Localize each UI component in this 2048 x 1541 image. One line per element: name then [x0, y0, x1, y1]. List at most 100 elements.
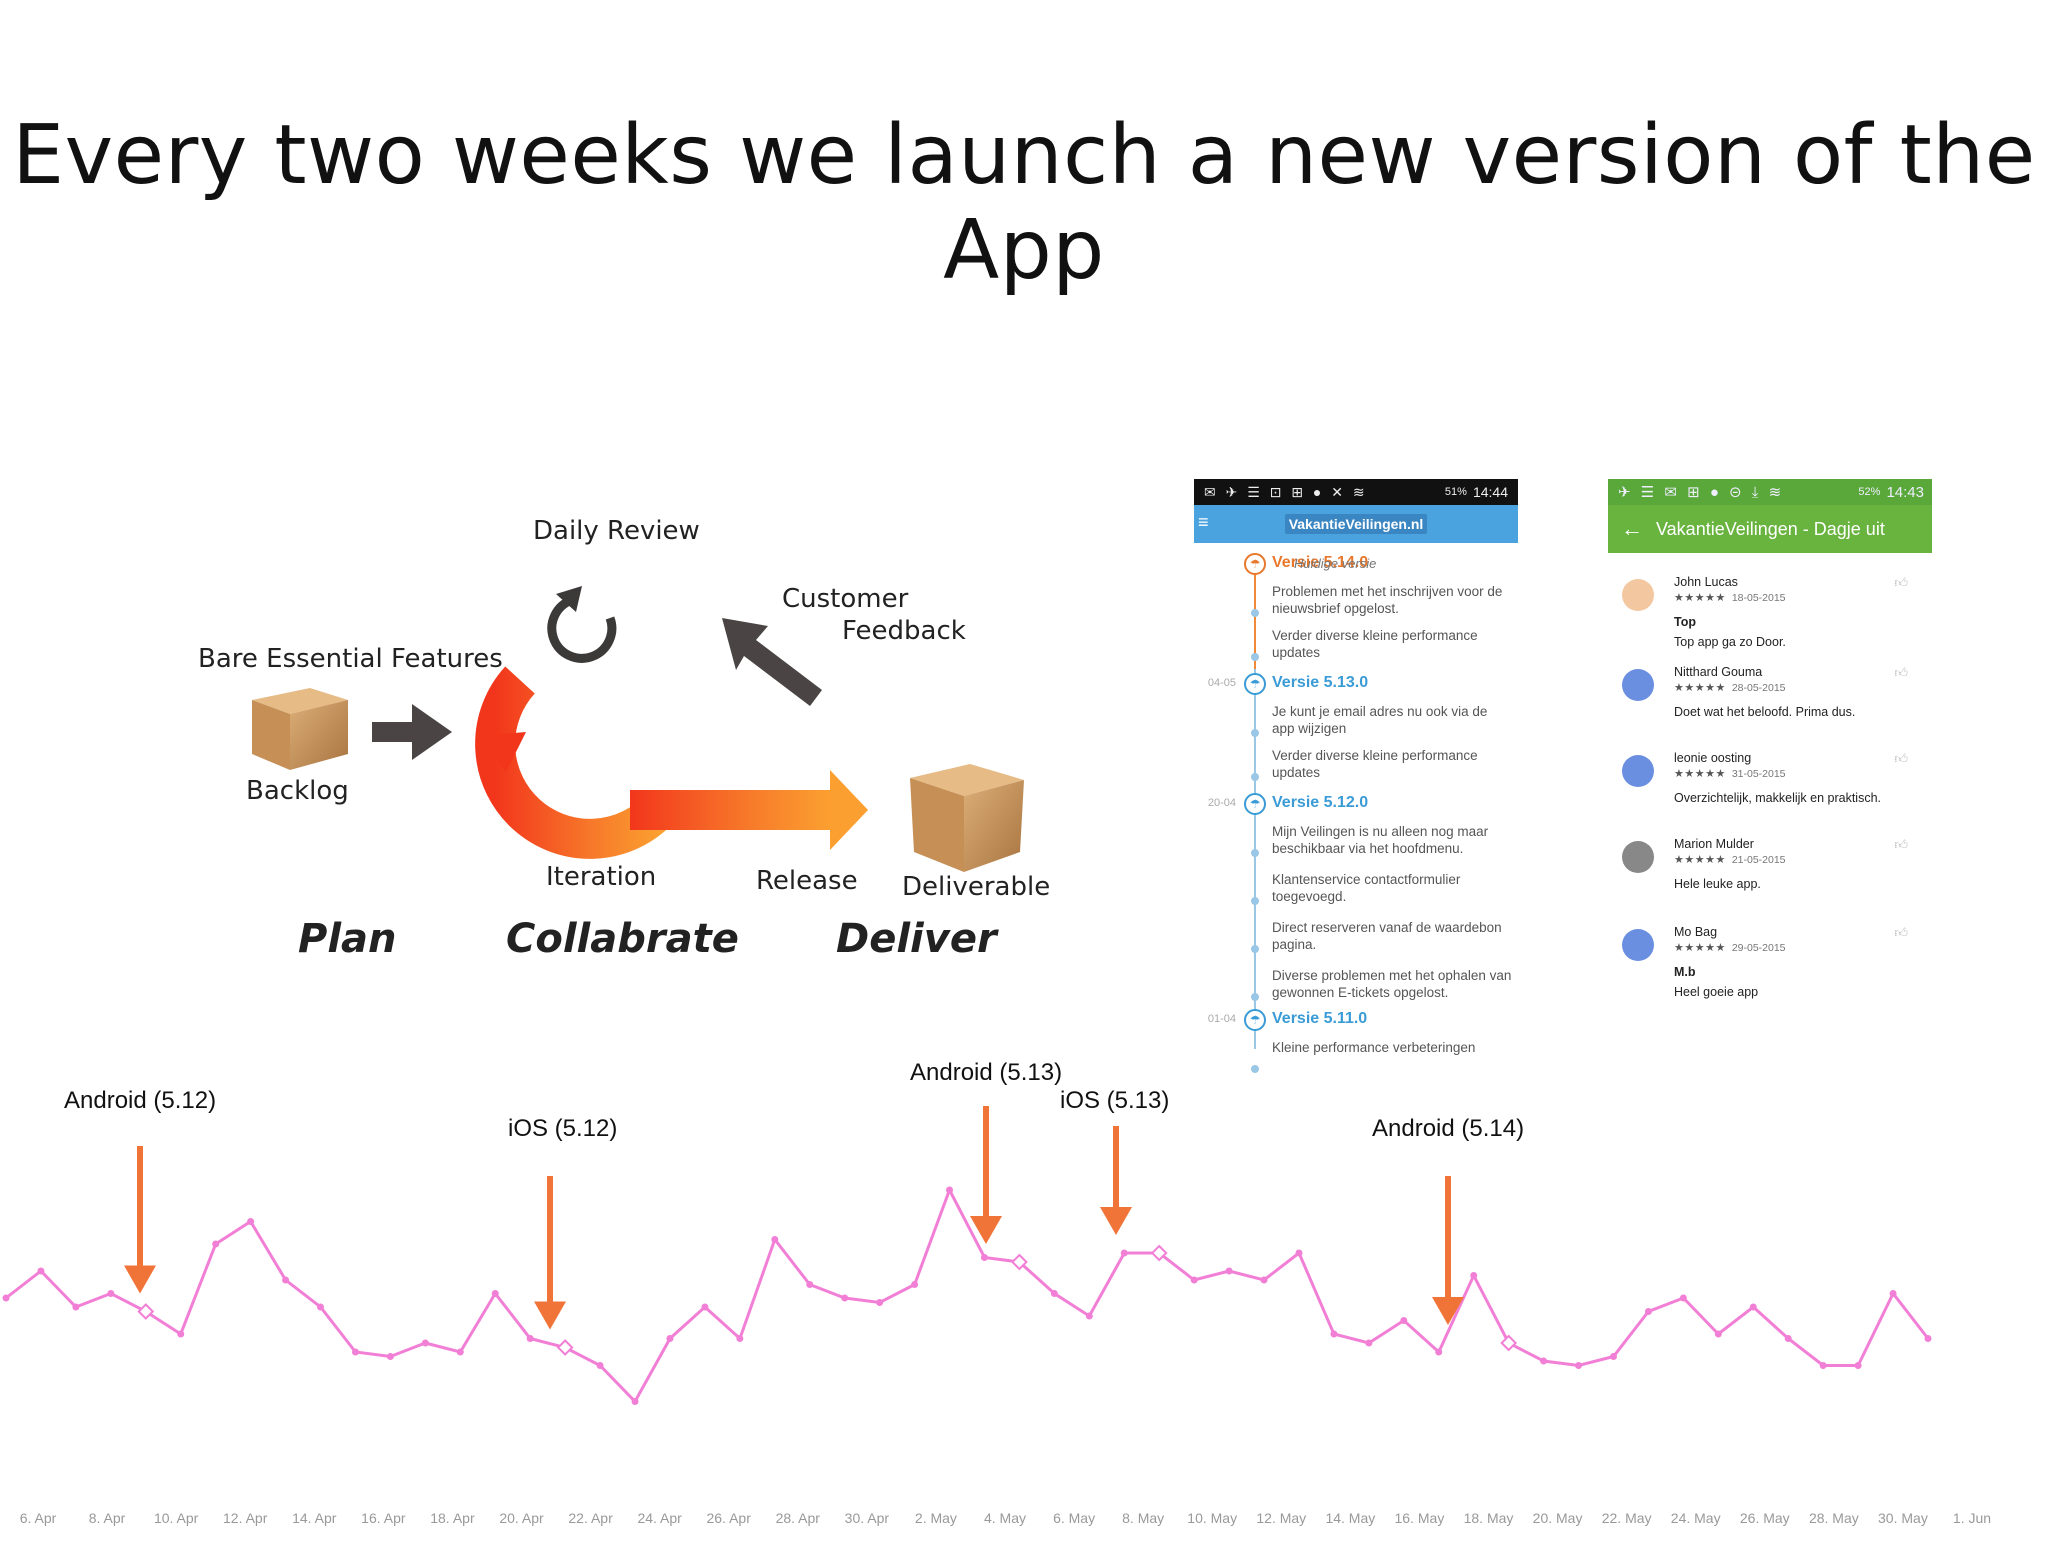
release-label: Android (5.13) — [910, 1059, 1062, 1086]
rating-stars: ★★★★★28-05-2015 — [1674, 681, 1786, 694]
release-arrow-shaft — [547, 1176, 553, 1304]
data-point — [876, 1299, 884, 1306]
data-point — [1644, 1308, 1652, 1315]
data-point — [1295, 1249, 1303, 1257]
data-point — [526, 1335, 534, 1342]
data-point — [2, 1294, 10, 1302]
data-point — [72, 1303, 80, 1311]
version-note: Huidige versie — [1294, 556, 1377, 571]
thumbs-icon[interactable]: 👍︎ — [1894, 837, 1908, 852]
data-point — [421, 1339, 429, 1347]
avatar — [1622, 579, 1654, 611]
thumbs-icon[interactable]: 👍︎ — [1894, 925, 1908, 940]
status-bar: ✈ ☰ ✉ ⊞ ● ⊝ ⤓ ≋ 52% 14:43 — [1608, 479, 1932, 505]
data-point — [736, 1335, 744, 1342]
x-tick-label: 1. Jun — [1953, 1510, 1991, 1526]
rating-stars: ★★★★★18-05-2015 — [1674, 591, 1786, 604]
data-point — [1924, 1335, 1932, 1342]
x-tick-label: 2. May — [915, 1510, 957, 1526]
data-point — [1330, 1330, 1338, 1338]
data-point — [386, 1353, 394, 1360]
avatar — [1622, 841, 1654, 873]
reviewer-name: leonie oosting — [1674, 751, 1752, 765]
thumbs-icon[interactable]: 👍︎ — [1894, 575, 1908, 590]
data-point — [491, 1290, 499, 1297]
star-rating: ★★★★★ — [1674, 854, 1726, 866]
timeline-dot — [1251, 993, 1259, 1001]
x-tick-label: 14. May — [1325, 1510, 1375, 1526]
data-point — [1784, 1335, 1792, 1342]
iteration-loop-icon — [475, 666, 868, 859]
backlog-label: Backlog — [246, 776, 349, 806]
x-tick-label: 16. Apr — [361, 1510, 406, 1526]
timeline-dot — [1251, 945, 1259, 953]
data-point — [806, 1281, 814, 1288]
customer-feedback-arrow-icon — [722, 618, 822, 706]
x-tick-label: 18. Apr — [430, 1510, 475, 1526]
release-arrow-head — [534, 1301, 566, 1330]
release-arrow-head — [1100, 1207, 1132, 1235]
x-tick-label: 12. Apr — [223, 1510, 268, 1526]
timeline-dot — [1251, 653, 1259, 661]
thumbs-icon[interactable]: 👍︎ — [1894, 665, 1908, 680]
phase-deliver: Deliver — [836, 916, 997, 962]
avatar — [1622, 669, 1654, 701]
x-tick-label: 20. May — [1533, 1510, 1583, 1526]
menu-icon[interactable]: ≡ — [1198, 512, 1209, 532]
data-point — [37, 1267, 45, 1275]
data-point — [282, 1276, 290, 1284]
iteration-label: Iteration — [546, 862, 657, 892]
review-text: Overzichtelijk, makkelijk en praktisch. — [1674, 791, 1882, 805]
data-point — [1120, 1249, 1128, 1257]
release-point-marker — [1011, 1253, 1028, 1271]
release-arrow-head — [124, 1265, 156, 1294]
release-arrow-shaft — [137, 1146, 143, 1268]
timeline-dot — [1251, 849, 1259, 857]
back-arrow-icon[interactable]: ← — [1621, 516, 1643, 541]
changelog-item: Mijn Veilingen is nu alleen nog maar bes… — [1272, 824, 1489, 856]
phase-collabrate: Collabrate — [506, 916, 739, 962]
data-point — [1714, 1330, 1722, 1338]
data-point — [946, 1186, 954, 1194]
release-label: Android (5.12) — [64, 1087, 216, 1114]
thumbs-icon[interactable]: 👍︎ — [1894, 751, 1908, 766]
release-arrow-shaft — [1113, 1126, 1119, 1209]
changelog-item: Kleine performance verbeteringen — [1272, 1040, 1476, 1055]
data-point — [1854, 1362, 1862, 1369]
data-point — [980, 1254, 988, 1261]
data-point — [177, 1330, 185, 1338]
version-date: 20-04 — [1207, 797, 1236, 809]
changelog-item: Verder diverse kleine performance update… — [1272, 748, 1478, 780]
battery-level: 52% — [1858, 486, 1881, 498]
release-point-marker — [1150, 1244, 1168, 1262]
version-title: Versie 5.14.0 — [1272, 554, 1369, 571]
reviews-screenshot: ✈ ☰ ✉ ⊞ ● ⊝ ⤓ ≋ 52% 14:43 ← VakantieVeil… — [1608, 479, 1932, 1059]
x-tick-label: 8. May — [1122, 1510, 1164, 1526]
reviewer-name: Nitthard Gouma — [1674, 665, 1763, 679]
version-title: Versie 5.12.0 — [1272, 794, 1369, 811]
x-tick-label: 14. Apr — [292, 1510, 337, 1526]
data-point — [351, 1348, 359, 1356]
data-point — [1435, 1348, 1443, 1356]
palm-tree-icon: ☂ — [1244, 793, 1266, 815]
data-point — [317, 1303, 325, 1311]
data-point — [841, 1294, 849, 1302]
release-label: iOS (5.13) — [1060, 1087, 1169, 1114]
review-date: 21-05-2015 — [1731, 854, 1786, 866]
review-title: M.b — [1674, 965, 1696, 979]
daily-review-label: Daily Review — [533, 516, 700, 546]
version-date: 01-04 — [1207, 1013, 1236, 1025]
changelog-item: Problemen met het inschrijven voor de ni… — [1272, 584, 1503, 616]
data-point — [1260, 1276, 1268, 1284]
release-label: iOS (5.12) — [508, 1115, 617, 1142]
x-tick-label: 28. Apr — [776, 1510, 821, 1526]
x-tick-label: 6. Apr — [20, 1510, 57, 1526]
reviewer-name: John Lucas — [1674, 575, 1738, 589]
input-arrow-icon — [372, 704, 452, 760]
x-tick-label: 10. May — [1187, 1510, 1237, 1526]
data-point — [1609, 1353, 1617, 1360]
x-tick-label: 26. Apr — [707, 1510, 752, 1526]
